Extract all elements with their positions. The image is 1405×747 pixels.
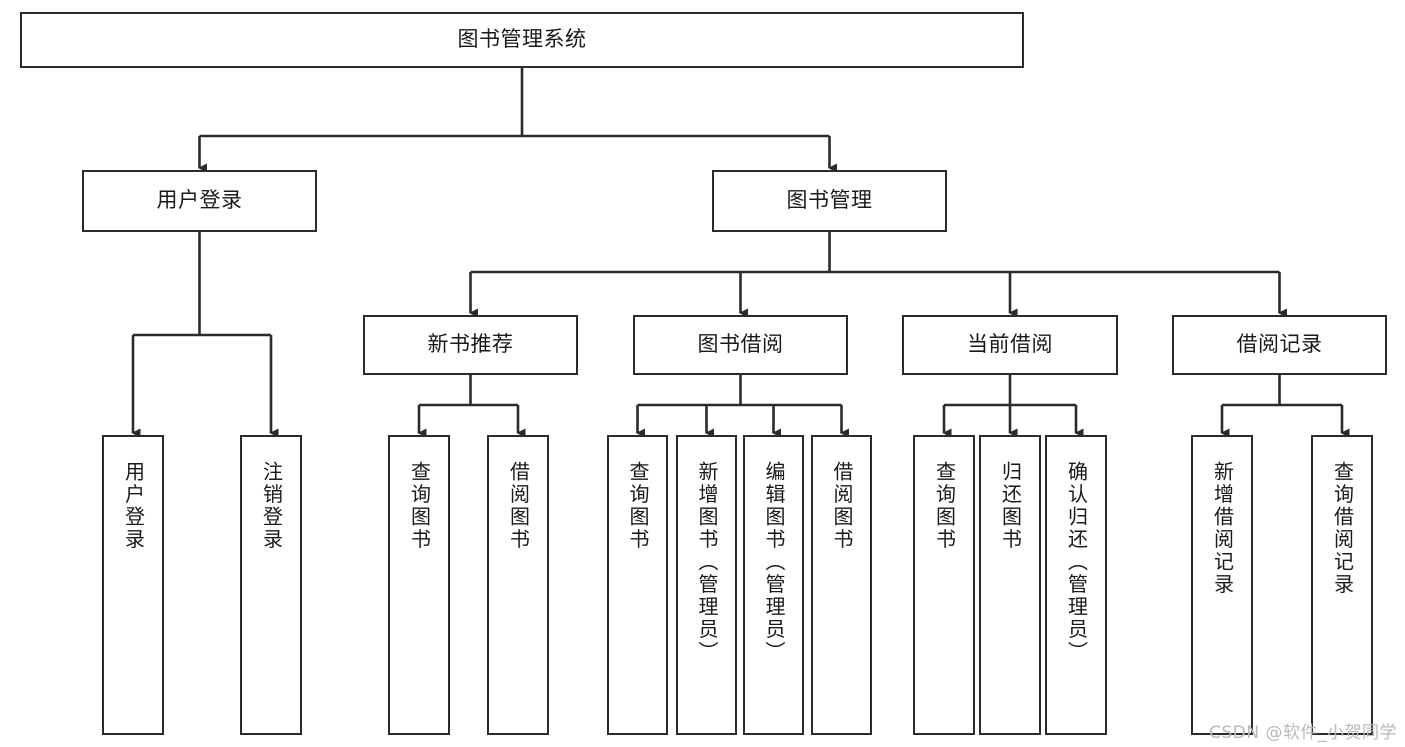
node-label: 借阅图书 bbox=[830, 461, 854, 551]
node-label: 新增图书（管理员） bbox=[695, 461, 719, 664]
node-label: 查询图书 bbox=[407, 461, 432, 551]
node-label: 新增借阅记录 bbox=[1210, 461, 1235, 596]
node-label: 当前借阅 bbox=[967, 332, 1053, 357]
node-label: 用户登录 bbox=[156, 188, 243, 213]
node-label: 查询借阅记录 bbox=[1330, 461, 1355, 596]
node-leaf-edit-book-admin[interactable]: 编辑图书（管理员） bbox=[743, 435, 804, 735]
node-label: 图书管理 bbox=[786, 188, 873, 213]
node-root[interactable]: 图书管理系统 bbox=[20, 12, 1024, 68]
node-leaf-confirm-return-admin[interactable]: 确认归还（管理员） bbox=[1045, 435, 1107, 735]
node-leaf-borrow-book-1[interactable]: 借阅图书 bbox=[487, 435, 549, 735]
node-label: 确认归还（管理员） bbox=[1064, 461, 1089, 664]
node-label: 新书推荐 bbox=[427, 332, 514, 357]
node-current-borrow[interactable]: 当前借阅 bbox=[902, 315, 1118, 375]
node-leaf-query-borrow-record[interactable]: 查询借阅记录 bbox=[1311, 435, 1373, 735]
node-leaf-add-book-admin[interactable]: 新增图书（管理员） bbox=[676, 435, 737, 735]
node-borrow-record[interactable]: 借阅记录 bbox=[1172, 315, 1387, 375]
node-label: 编辑图书（管理员） bbox=[762, 461, 786, 664]
node-label: 查询图书 bbox=[626, 461, 650, 551]
node-label: 查询图书 bbox=[932, 461, 957, 551]
node-leaf-add-borrow-record[interactable]: 新增借阅记录 bbox=[1191, 435, 1253, 735]
node-label: 图书管理系统 bbox=[457, 27, 587, 52]
node-leaf-return-book[interactable]: 归还图书 bbox=[979, 435, 1041, 735]
node-new-book-recommend[interactable]: 新书推荐 bbox=[363, 315, 578, 375]
node-leaf-logout[interactable]: 注销登录 bbox=[240, 435, 302, 735]
node-leaf-query-book-1[interactable]: 查询图书 bbox=[388, 435, 450, 735]
node-leaf-query-book-3[interactable]: 查询图书 bbox=[913, 435, 975, 735]
node-label: 图书借阅 bbox=[697, 332, 784, 357]
node-user-login[interactable]: 用户登录 bbox=[82, 170, 317, 232]
node-label: 注销登录 bbox=[259, 461, 284, 551]
node-label: 用户登录 bbox=[121, 461, 146, 551]
node-leaf-user-login[interactable]: 用户登录 bbox=[102, 435, 164, 735]
node-label: 归还图书 bbox=[998, 461, 1023, 551]
node-book-borrow[interactable]: 图书借阅 bbox=[633, 315, 848, 375]
node-book-manage[interactable]: 图书管理 bbox=[712, 170, 947, 232]
node-label: 借阅图书 bbox=[506, 461, 531, 551]
csdn-watermark: CSDN @软件_小贺同学 bbox=[1209, 723, 1397, 743]
node-leaf-query-book-2[interactable]: 查询图书 bbox=[607, 435, 668, 735]
node-leaf-borrow-book-2[interactable]: 借阅图书 bbox=[811, 435, 872, 735]
node-label: 借阅记录 bbox=[1236, 332, 1323, 357]
